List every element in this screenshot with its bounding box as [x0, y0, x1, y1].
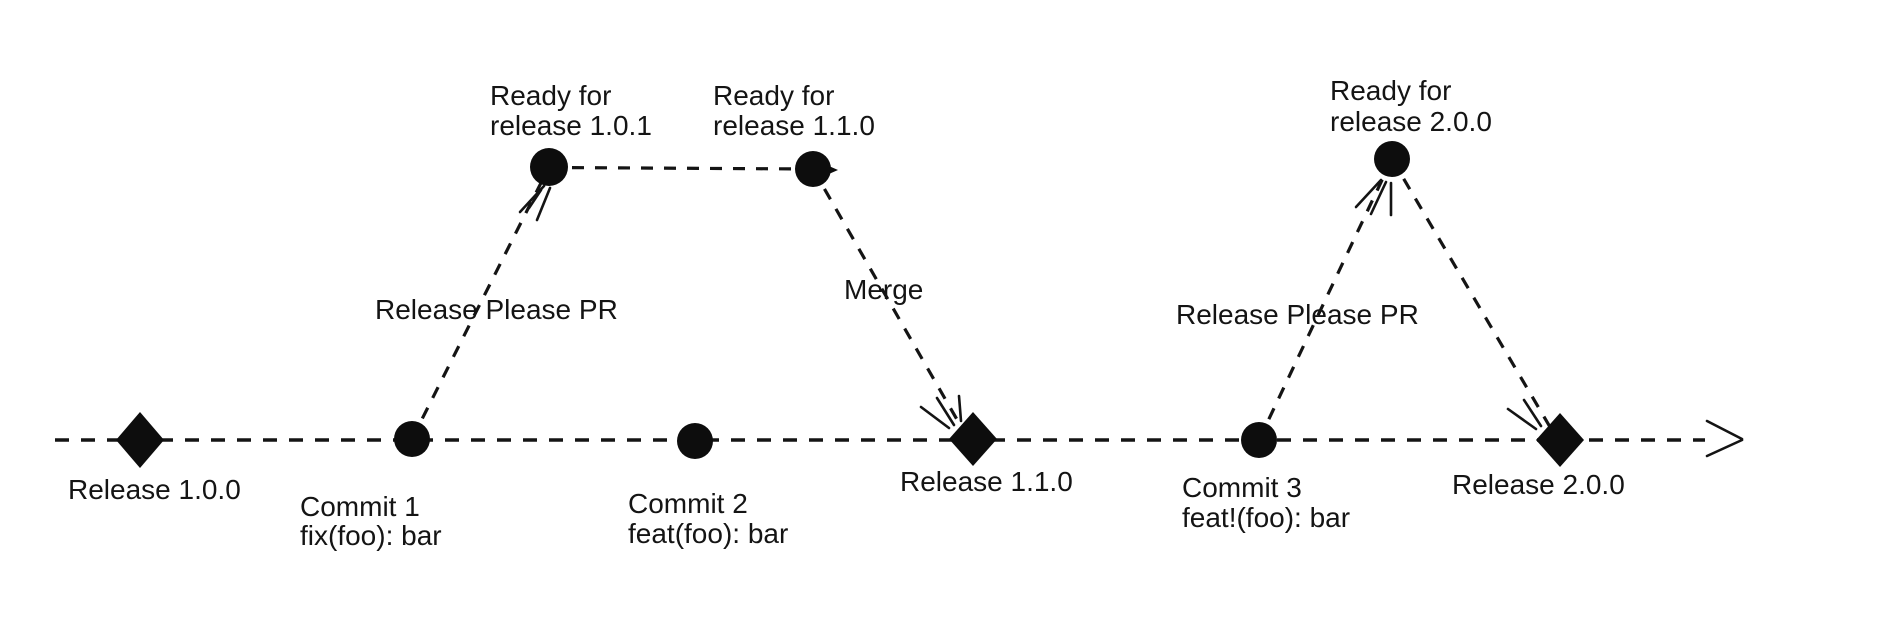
- ready-release-2-0-0-node: [1374, 141, 1410, 177]
- commit-3-node: [1241, 422, 1277, 458]
- release-please-pr-right-label: Release Please PR: [1176, 299, 1419, 330]
- ready-200-label-line1: Ready for: [1330, 75, 1451, 106]
- edge-commit3-to-ready200: [1257, 158, 1394, 441]
- merge-label: Merge: [844, 274, 923, 305]
- release-1-1-0-diamond: [949, 412, 997, 466]
- arrowhead-into-ready200-icon: [1354, 178, 1393, 217]
- commit-2-message: feat(foo): bar: [628, 518, 788, 549]
- arrowhead-into-release110-icon: [919, 394, 963, 430]
- ready-release-1-0-1-node: [530, 148, 568, 186]
- edge-ready200-to-release200: [1390, 158, 1555, 433]
- arrowhead-into-ready101-icon: [518, 184, 552, 222]
- release-please-pr-left-label: Release Please PR: [375, 294, 618, 325]
- ready-110-label-line1: Ready for: [713, 80, 834, 111]
- commit-3-title: Commit 3: [1182, 472, 1302, 503]
- commit-2-node: [677, 423, 713, 459]
- ready-101-label-line2: release 1.0.1: [490, 110, 652, 141]
- commit-1-message: fix(foo): bar: [300, 520, 442, 551]
- commit-1-title: Commit 1: [300, 491, 420, 522]
- release-1-0-0-diamond: [116, 412, 164, 468]
- edge-ready110-to-release110: [811, 168, 965, 431]
- edge-ready101-to-ready110: [548, 165, 814, 171]
- ready-200-label-line2: release 2.0.0: [1330, 106, 1492, 137]
- release-1-1-0-label: Release 1.1.0: [900, 466, 1073, 497]
- release-2-0-0-label: Release 2.0.0: [1452, 469, 1625, 500]
- timeline-axis-group: [55, 419, 1744, 458]
- release-2-0-0-diamond: [1536, 413, 1584, 467]
- release-1-0-0-label: Release 1.0.0: [68, 474, 241, 505]
- commit-1-node: [394, 421, 430, 457]
- commit-3-message: feat!(foo): bar: [1182, 502, 1350, 533]
- edge-commit1-to-ready101: [410, 166, 551, 440]
- timeline-arrowhead-icon: [1705, 419, 1744, 458]
- ready-101-label-line1: Ready for: [490, 80, 611, 111]
- commit-2-title: Commit 2: [628, 488, 748, 519]
- ready-110-label-line2: release 1.1.0: [713, 110, 875, 141]
- ready-release-1-1-0-node: [795, 151, 831, 187]
- arrowhead-into-release200-icon: [1506, 398, 1543, 431]
